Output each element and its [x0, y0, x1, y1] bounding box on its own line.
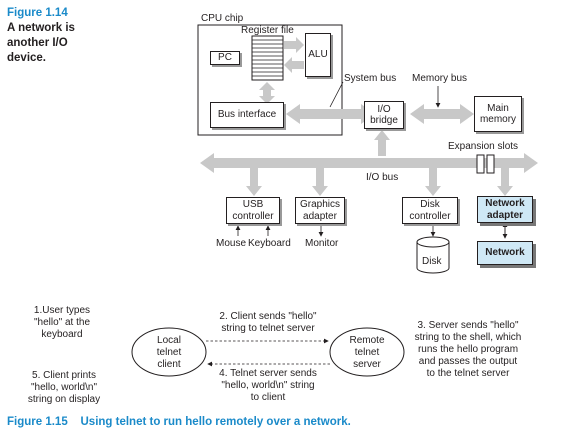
regfile-bus-interface-arrow [259, 82, 275, 104]
step-1-text: 1.User types "hello" at the keyboard [33, 305, 91, 340]
cpu-chip-label: CPU chip [201, 13, 244, 24]
system-bus-label: System bus [344, 73, 397, 84]
memory-bus [410, 104, 474, 124]
remote-telnet-server-ellipse [329, 327, 405, 377]
disk-label: Disk [422, 256, 442, 267]
local-telnet-client-ellipse [131, 327, 207, 377]
main-memory-box: Main memory [474, 96, 522, 132]
io-bridge-box: I/O bridge [364, 101, 404, 129]
step-4-text: 4. Telnet server sends "hello, world\n" … [219, 368, 317, 403]
io-bus-drops [246, 168, 513, 196]
figure-15-label: Figure 1.15 [7, 416, 68, 428]
bus-interface-box: Bus interface [210, 102, 284, 128]
alu-box: ALU [305, 33, 331, 77]
system-bus-leader [329, 81, 344, 108]
register-file-grid [251, 35, 284, 81]
disk-controller-box: Disk controller [402, 197, 458, 224]
network-adapter-box: Network adapter [477, 196, 533, 223]
monitor-label: Monitor [305, 238, 339, 249]
expansion-slots [476, 154, 495, 174]
local-telnet-client-label: Local telnet client [156, 335, 182, 370]
usb-controller-box: USB controller [226, 197, 280, 224]
system-bus [286, 104, 375, 124]
network-box: Network [477, 241, 533, 265]
figure-14-caption: A network is another I/O device. [7, 22, 75, 64]
regfile-alu-arrows [284, 37, 304, 73]
memory-bus-label: Memory bus [412, 73, 468, 84]
figure-14-label: Figure 1.14 [7, 7, 68, 19]
figure-15-caption: Using telnet to run hello remotely over … [80, 416, 351, 428]
graphics-adapter-box: Graphics adapter [295, 197, 345, 224]
keyboard-label: Keyboard [248, 238, 291, 249]
figure-15-caption-row: Figure 1.15 Using telnet to run hello re… [7, 416, 351, 428]
step-3-text: 3. Server sends "hello" string to the sh… [414, 320, 522, 379]
register-file-label: Register file [241, 25, 294, 36]
step-2-text: 2. Client sends "hello" string to telnet… [219, 311, 317, 334]
remote-telnet-server-label: Remote telnet server [349, 335, 385, 370]
pc-box: PC [210, 51, 240, 65]
disk-cylinder [416, 236, 450, 274]
expansion-slots-label: Expansion slots [448, 141, 519, 152]
step-5-text: 5. Client prints "hello, world\n" string… [27, 370, 101, 405]
bridge-io-bus-connector [374, 130, 390, 156]
io-bus [200, 153, 538, 173]
cpu-chip-outline [197, 24, 343, 136]
mouse-label: Mouse [216, 238, 247, 249]
io-bus-label: I/O bus [366, 172, 399, 183]
